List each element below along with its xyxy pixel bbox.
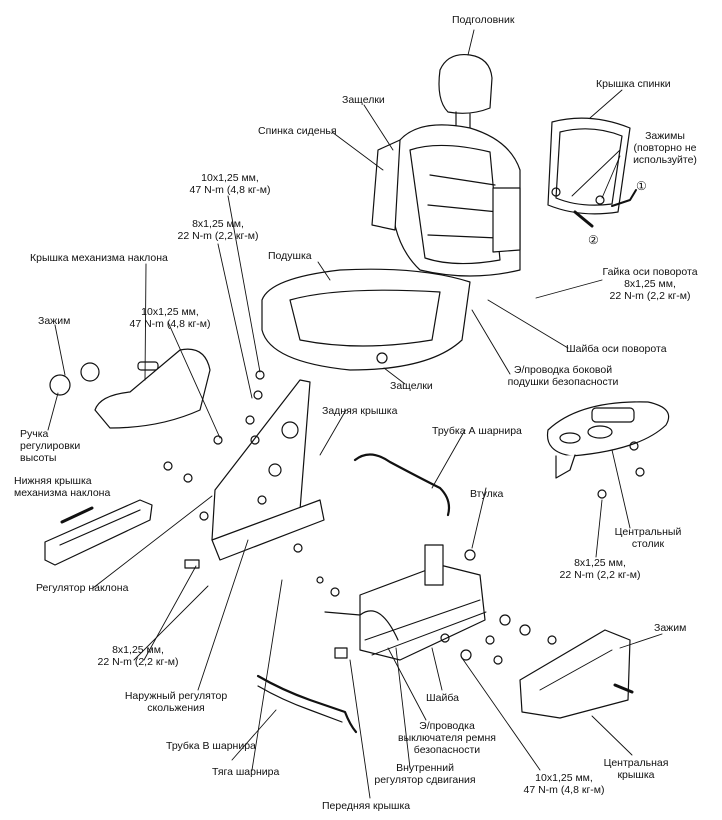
label-lower-recline-cover-line1: Нижняя крышка <box>14 475 92 487</box>
label-clips-back: Зажимы (повторно не используйте) <box>620 130 710 166</box>
label-outer-slide: Наружный регулятор скольжения <box>114 690 238 714</box>
lower-recline-cover-part <box>44 499 153 566</box>
label-height-knob-line2: регулировки <box>20 440 81 452</box>
label-rear-cover: Задняя крышка <box>322 405 398 417</box>
label-pivot-washer: Шайба оси поворота <box>566 343 667 355</box>
label-clips-back-line3: используйте) <box>633 154 697 166</box>
label-clips-back-line1: Зажимы <box>645 130 685 142</box>
label-torque-a-line1: 10x1,25 мм, <box>201 172 259 184</box>
label-torque-c-line2: 47 N-m (4,8 кг-м) <box>129 318 211 330</box>
label-airbag-wire: Э/проводка боковой подушки безопасности <box>498 364 628 388</box>
seatback-part <box>371 124 521 277</box>
label-inner-slide-line1: Внутренний <box>396 762 454 774</box>
label-airbag-wire-line2: подушки безопасности <box>507 376 619 388</box>
label-link-rod: Тяга шарнира <box>212 766 280 778</box>
label-latches-bottom: Защелки <box>390 380 433 392</box>
tube-b-part <box>256 674 358 734</box>
label-recline-adjuster: Регулятор наклона <box>36 582 129 594</box>
label-front-cover: Передняя крышка <box>322 800 411 812</box>
label-lower-recline-cover: Нижняя крышка механизма наклона <box>14 475 110 499</box>
center-cover-part <box>519 629 634 719</box>
label-lower-recline-cover-line2: механизма наклона <box>14 487 111 499</box>
label-torque-d-line1: 8x1,25 мм, <box>574 557 626 569</box>
label-center-table: Центральный столик <box>608 526 688 550</box>
label-cushion: Подушка <box>268 250 312 262</box>
label-torque-d-line2: 22 N-m (2,2 кг-м) <box>559 569 641 581</box>
label-torque-b: 8x1,25 мм, 22 N-m (2,2 кг-м) <box>166 218 270 242</box>
label-height-knob: Ручка регулировки высоты <box>20 428 80 464</box>
seat-frame-part <box>163 370 325 569</box>
label-torque-d: 8x1,25 мм, 22 N-m (2,2 кг-м) <box>548 557 652 581</box>
label-pivot-nut: Гайка оси поворота 8x1,25 мм, 22 N-m (2,… <box>598 266 702 302</box>
label-belt-wire-line1: Э/проводка <box>419 720 475 732</box>
leader-lines <box>47 29 663 799</box>
label-torque-f-line2: 47 N-m (4,8 кг-м) <box>523 784 605 796</box>
label-pivot-nut-line1: Гайка оси поворота <box>602 266 698 278</box>
label-clips-back-line2: (повторно не <box>633 142 697 154</box>
label-circle-2: ② <box>588 233 599 247</box>
label-torque-c: 10x1,25 мм, 47 N-m (4,8 кг-м) <box>118 306 222 330</box>
recline-cover-part <box>49 348 211 429</box>
label-tube-a: Трубка А шарнира <box>432 425 522 437</box>
label-torque-b-line2: 22 N-m (2,2 кг-м) <box>177 230 259 242</box>
label-center-cover-line2: крышка <box>617 769 655 781</box>
label-pivot-nut-line3: 22 N-m (2,2 кг-м) <box>609 290 691 302</box>
label-recline-cover: Крышка механизма наклона <box>30 252 168 264</box>
label-outer-slide-line2: скольжения <box>147 702 205 714</box>
label-torque-e-line1: 8x1,25 мм, <box>112 644 164 656</box>
label-tube-b: Трубка В шарнира <box>166 740 256 752</box>
label-latches-top: Защелки <box>342 94 385 106</box>
cushion-part <box>261 268 471 371</box>
link-rod-part <box>324 610 399 641</box>
label-outer-slide-line1: Наружный регулятор <box>124 690 228 702</box>
label-torque-e-line2: 22 N-m (2,2 кг-м) <box>97 656 179 668</box>
label-torque-b-line1: 8x1,25 мм, <box>192 218 244 230</box>
label-torque-c-line1: 10x1,25 мм, <box>141 306 199 318</box>
label-torque-a-line2: 47 N-m (4,8 кг-м) <box>189 184 271 196</box>
label-center-cover: Центральная крышка <box>598 757 674 781</box>
label-center-cover-line1: Центральная <box>603 757 669 769</box>
label-clip-left: Зажим <box>38 315 71 327</box>
label-torque-a: 10x1,25 мм, 47 N-m (4,8 кг-м) <box>178 172 282 196</box>
label-torque-f-line1: 10x1,25 мм, <box>535 772 593 784</box>
label-bushing: Втулка <box>470 488 504 500</box>
label-inner-slide-line2: регулятор сдвигания <box>374 774 476 786</box>
label-belt-wire-line3: безопасности <box>413 744 481 756</box>
tube-a-part <box>353 453 451 517</box>
center-frame-part <box>316 544 557 665</box>
center-table-part <box>546 401 670 499</box>
label-seatback: Спинка сиденья <box>258 125 337 137</box>
label-headrest: Подголовник <box>452 14 515 26</box>
label-clip-right: Зажим <box>654 622 687 634</box>
label-height-knob-line1: Ручка <box>20 428 49 440</box>
label-belt-wire: Э/проводка выключателя ремня безопасност… <box>388 720 506 756</box>
label-height-knob-line3: высоты <box>20 452 57 464</box>
label-torque-e: 8x1,25 мм, 22 N-m (2,2 кг-м) <box>86 644 190 668</box>
label-washer: Шайба <box>426 692 459 704</box>
label-airbag-wire-line1: Э/проводка боковой <box>513 364 613 376</box>
label-center-table-line2: столик <box>631 538 665 550</box>
label-circle-1: ① <box>636 179 647 193</box>
label-center-table-line1: Центральный <box>614 526 682 538</box>
label-inner-slide: Внутренний регулятор сдвигания <box>366 762 484 786</box>
label-belt-wire-line2: выключателя ремня <box>398 732 496 744</box>
label-back-cover: Крышка спинки <box>596 78 671 90</box>
label-pivot-nut-line2: 8x1,25 мм, <box>624 278 676 290</box>
back-cover-part <box>547 117 637 228</box>
label-torque-f: 10x1,25 мм, 47 N-m (4,8 кг-м) <box>512 772 616 796</box>
